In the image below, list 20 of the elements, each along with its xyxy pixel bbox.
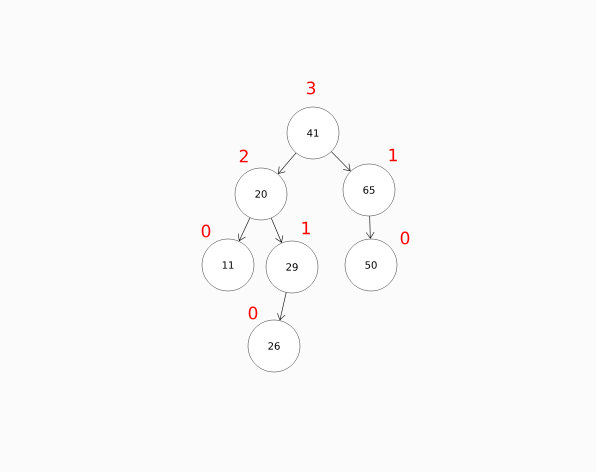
height-label: 1 <box>302 222 310 234</box>
height-label: 1 <box>389 148 397 162</box>
height-label: 0 <box>400 232 410 244</box>
tree-node: 26 <box>248 320 300 372</box>
tree-node: 29 <box>266 240 318 294</box>
arrow <box>331 151 351 172</box>
tree-node: 11 <box>202 238 254 292</box>
height-label: 0 <box>248 306 258 320</box>
arrow <box>366 216 374 239</box>
tree-node: 41 <box>286 106 340 160</box>
arrow <box>278 152 296 174</box>
tree-node: 50 <box>344 238 398 292</box>
tree-node: 65 <box>342 164 396 216</box>
height-label: 0 <box>202 224 210 238</box>
tree-node: 20 <box>234 168 288 220</box>
arrow <box>277 292 286 320</box>
height-label: 2 <box>240 150 248 162</box>
arrow <box>270 218 284 243</box>
height-label: 3 <box>306 82 316 94</box>
arrow <box>238 217 250 242</box>
